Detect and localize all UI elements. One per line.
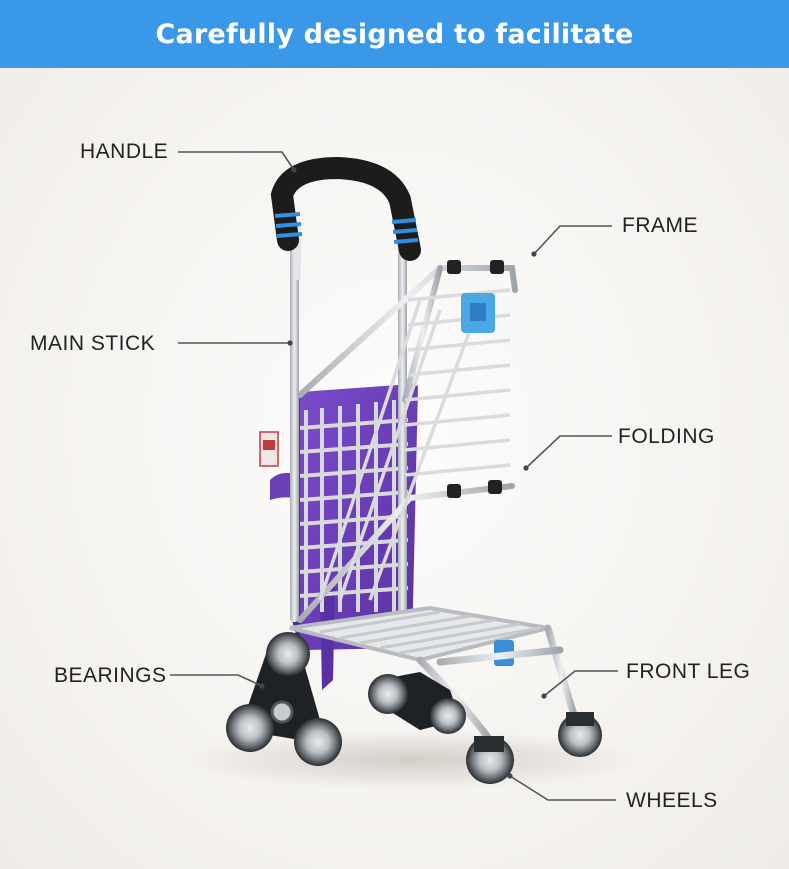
banner-title: Carefully designed to facilitate: [155, 18, 634, 50]
callout-frame: FRAME: [622, 214, 698, 237]
callout-front-leg: FRONT LEG: [626, 660, 751, 683]
callout-handle: HANDLE: [80, 140, 169, 163]
hook-icon: [461, 293, 495, 333]
callout-bearings: BEARINGS: [54, 664, 167, 687]
wheel: [226, 632, 602, 784]
callout-folding: FOLDING: [618, 425, 715, 448]
frame-caps: [447, 260, 504, 498]
callout-wheels: WHEELS: [626, 789, 718, 812]
callout-main-stick: MAIN STICK: [30, 332, 156, 355]
bottom-platform: [289, 605, 549, 663]
handle-grip: [270, 156, 421, 261]
tag-icon: [259, 431, 279, 467]
main-stick: [290, 225, 407, 622]
header-banner: Carefully designed to facilitate: [0, 0, 789, 68]
